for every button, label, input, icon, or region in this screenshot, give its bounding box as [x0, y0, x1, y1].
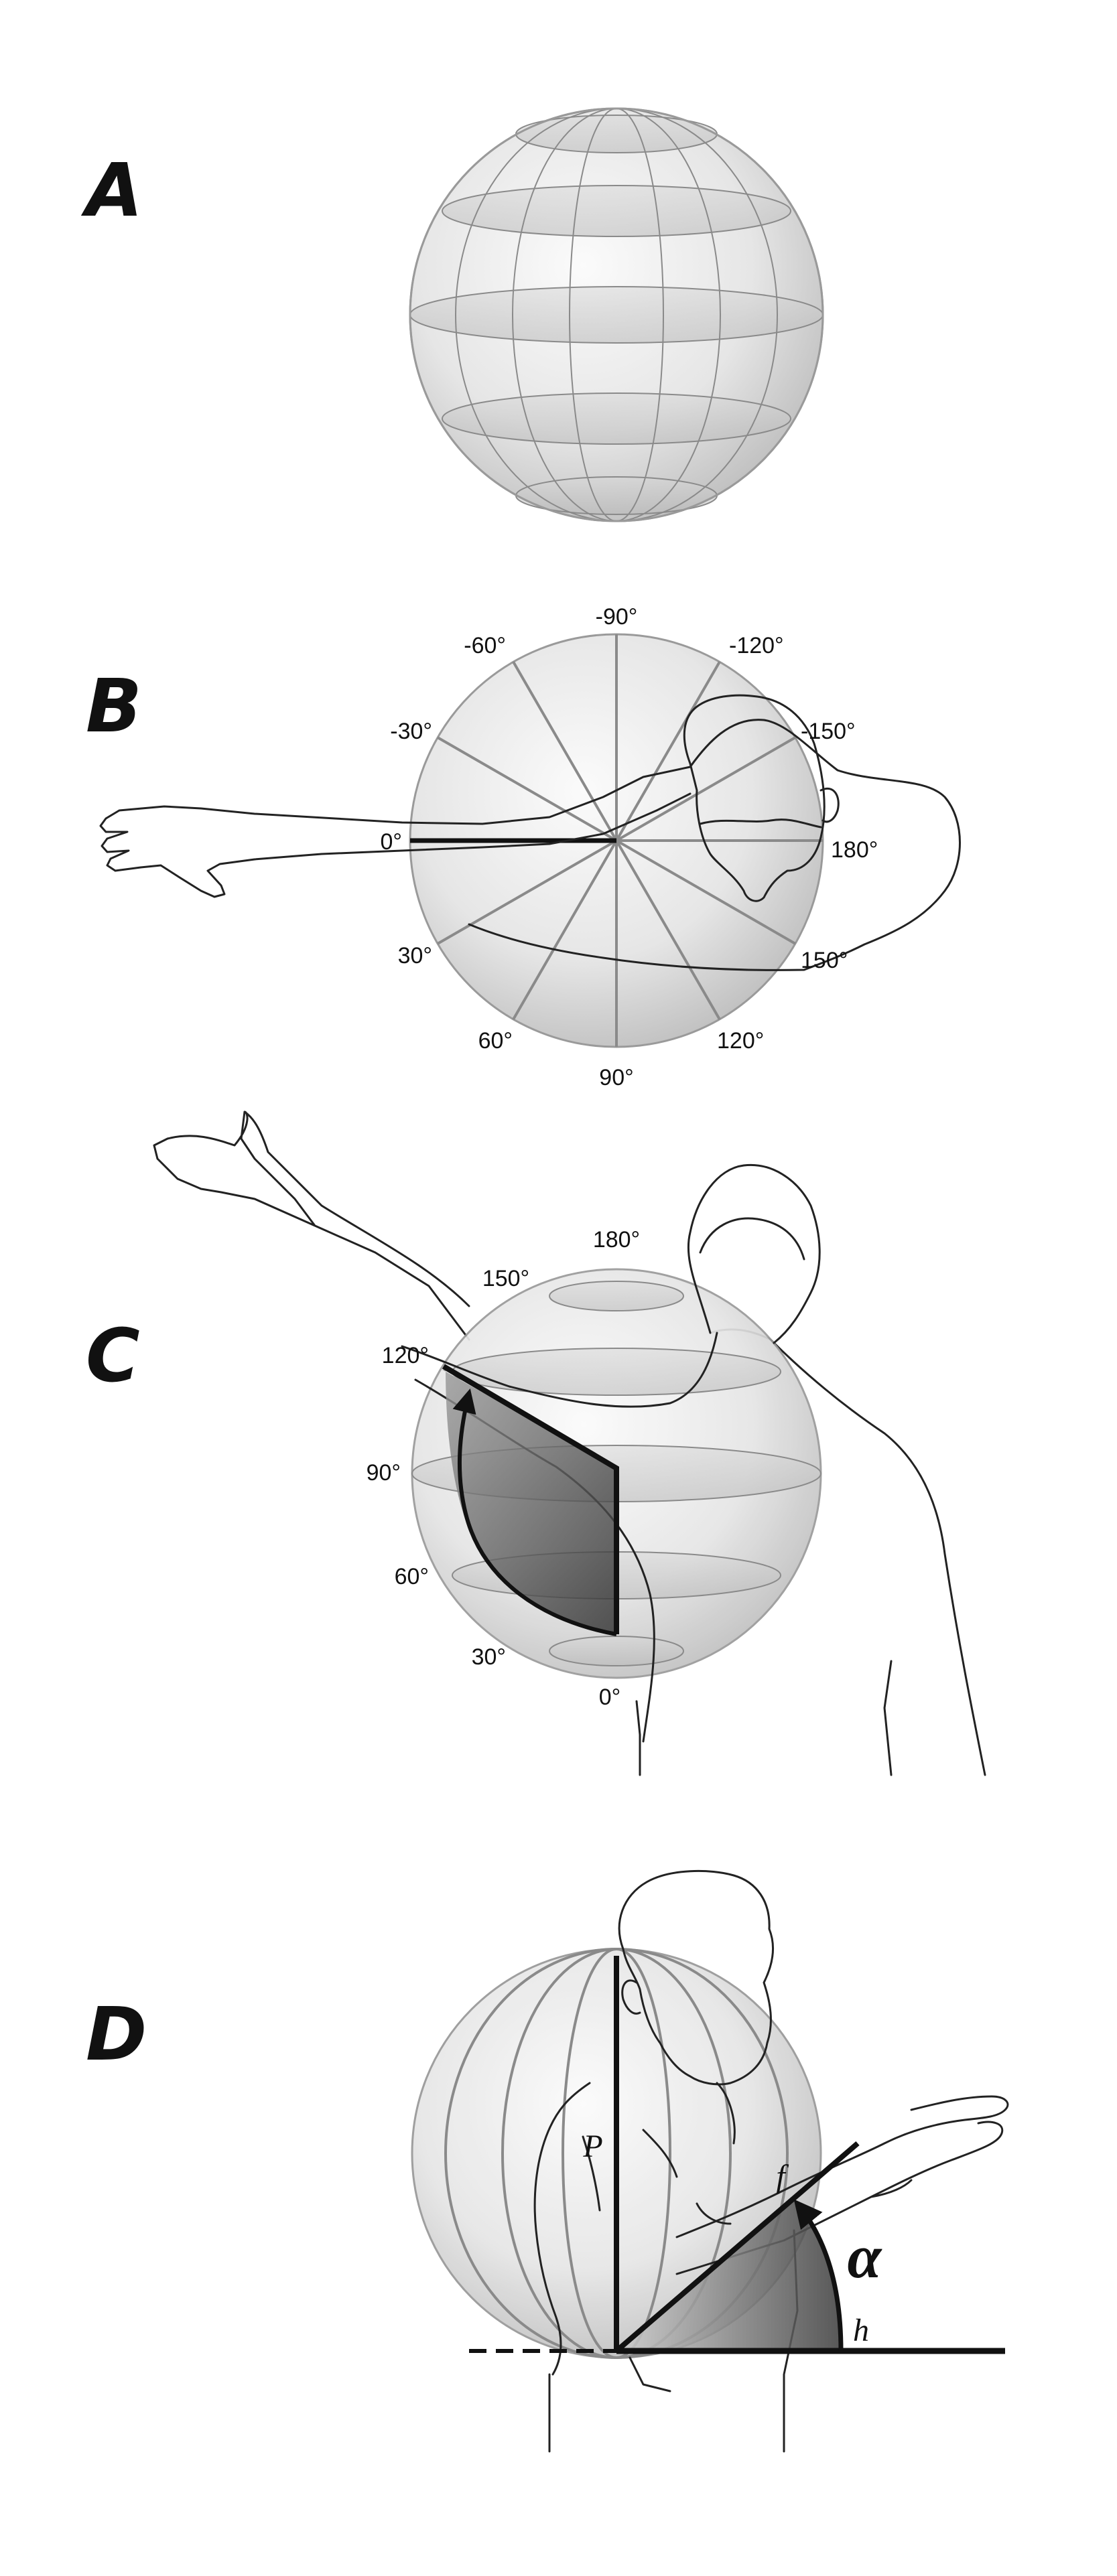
panel-a-sphere [409, 107, 824, 522]
panel-b-arm-outline [99, 719, 961, 971]
panel-c-angle-wedge [442, 1370, 616, 1634]
label-b-minus150: -150° [801, 719, 856, 744]
panel-a: A [80, 107, 824, 522]
panel-d-angle-wedge [616, 2199, 841, 2351]
panel-d-head-outline [618, 1869, 774, 2086]
label-b-150: 150° [801, 948, 848, 973]
label-c-60: 60° [395, 1564, 429, 1589]
panel-c-angle-arrow [452, 1388, 617, 1636]
label-b-0: 0° [380, 829, 402, 855]
label-d-alpha: α [848, 2222, 883, 2291]
label-c-90: 90° [367, 1460, 401, 1486]
panel-b-ear [819, 787, 840, 823]
label-c-120: 120° [382, 1343, 429, 1368]
label-b-90: 90° [599, 1065, 633, 1090]
label-c-0: 0° [599, 1685, 621, 1710]
panel-c-body-outline [153, 1111, 986, 1776]
label-b-minus30: -30° [390, 719, 432, 744]
label-b-30: 30° [398, 943, 432, 969]
panel-c-letter: C [86, 1313, 140, 1399]
panel-d-letter: D [86, 1991, 147, 2077]
label-c-150: 150° [482, 1266, 529, 1291]
panel-b-letter: B [86, 663, 142, 749]
label-b-120: 120° [717, 1028, 764, 1054]
panel-c: C 180° 150° 120° 90° 60° 30° 0° [86, 1111, 986, 1776]
panel-d-ear [621, 1979, 641, 2015]
panel-c-hair [699, 1217, 805, 1261]
label-d-P: P [582, 2129, 602, 2164]
panel-b-hair-line [699, 818, 822, 829]
panel-b-head-outline [683, 694, 826, 902]
label-b-minus90: -90° [596, 604, 638, 630]
panel-c-angle-lines [442, 1364, 619, 1634]
panel-d-alpha-arrow [793, 2199, 844, 2352]
label-b-180: 180° [831, 837, 878, 863]
panel-b: B -90° -60° -120° -30° -150° 0° 180° 30°… [86, 604, 961, 1090]
panel-d-meridians [444, 1948, 789, 2359]
panel-d-arm-axis-f [614, 2141, 860, 2354]
panel-a-letter: A [80, 147, 143, 233]
label-d-h: h [853, 2313, 869, 2348]
panel-d-torso-outline [533, 2082, 799, 2453]
panel-d-chest-detail [582, 2129, 732, 2225]
panel-d: D P f h α [86, 1869, 1009, 2453]
label-c-30: 30° [472, 1644, 506, 1670]
label-c-180: 180° [593, 1227, 640, 1253]
label-b-minus60: -60° [464, 633, 506, 658]
label-b-minus120: -120° [729, 633, 784, 658]
label-b-60: 60° [478, 1028, 513, 1054]
